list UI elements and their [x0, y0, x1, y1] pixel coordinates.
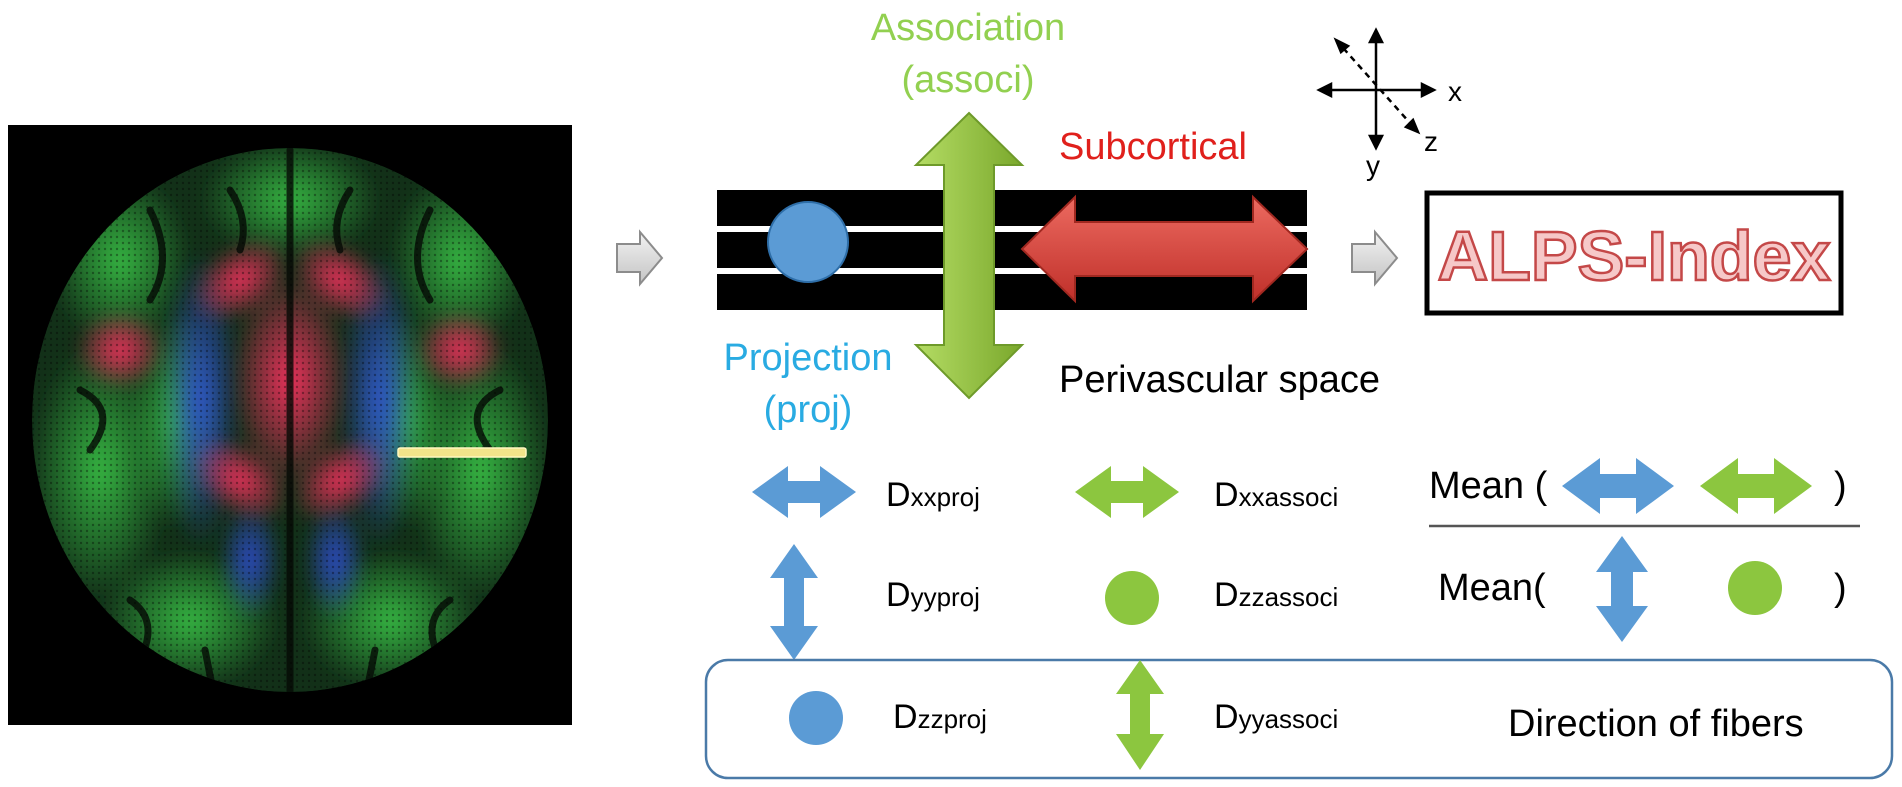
axis-z-label: z	[1424, 126, 1438, 157]
gray-arrow-icon	[1351, 229, 1399, 287]
axis-x-label: x	[1448, 76, 1462, 107]
dyy-proj-arrow-icon	[770, 544, 818, 660]
brain-dti-image	[8, 125, 572, 725]
dxx-associ-arrow-icon	[1075, 466, 1179, 518]
formula-proj-arrow-icon	[1562, 458, 1674, 514]
projection-circle-icon	[767, 201, 849, 283]
perivascular-space-label: Perivascular space	[1059, 359, 1380, 401]
formula-denominator-suffix: )	[1834, 567, 1847, 609]
formula-proj-vertical-arrow-icon	[1596, 536, 1648, 642]
formula-numerator-suffix: )	[1834, 465, 1847, 507]
alps-index-label: ALPS-Index	[1438, 217, 1831, 295]
alps-index-box	[1424, 190, 1844, 316]
axis-y-label: y	[1366, 150, 1380, 181]
formula-numerator-prefix: Mean (	[1429, 465, 1548, 507]
projection-label: Projection	[724, 337, 893, 379]
dxx-associ-label: Dxxassoci	[1214, 476, 1338, 514]
dzz-proj-label: Dzzproj	[893, 698, 987, 736]
dxx-proj-label: Dxxproj	[886, 476, 980, 514]
dzz-associ-circle-icon	[1105, 571, 1159, 625]
dyy-associ-arrow-icon	[1116, 660, 1164, 770]
projection-abbrev: (proj)	[764, 389, 853, 431]
direction-of-fibers-box	[704, 658, 1894, 780]
axis-icon	[1316, 27, 1437, 151]
formula-associ-circle-icon	[1728, 561, 1782, 615]
subcortical-arrow-icon	[1020, 194, 1309, 304]
roi-marker	[397, 447, 527, 458]
gray-arrow-icon	[616, 229, 664, 287]
dzz-proj-circle-icon	[789, 691, 843, 745]
association-label: Association	[871, 7, 1065, 49]
dxx-proj-arrow-icon	[752, 466, 856, 518]
dyy-proj-label: Dyyproj	[886, 576, 980, 614]
subcortical-label: Subcortical	[1059, 126, 1247, 168]
association-arrow-icon	[913, 111, 1025, 400]
dzz-associ-label: Dzzassoci	[1214, 576, 1338, 614]
association-abbrev: (associ)	[901, 59, 1034, 101]
dyy-associ-label: Dyyassoci	[1214, 698, 1338, 736]
formula-associ-arrow-icon	[1700, 458, 1812, 514]
formula-denominator-prefix: Mean(	[1438, 567, 1546, 609]
direction-of-fibers-label: Direction of fibers	[1508, 703, 1804, 745]
